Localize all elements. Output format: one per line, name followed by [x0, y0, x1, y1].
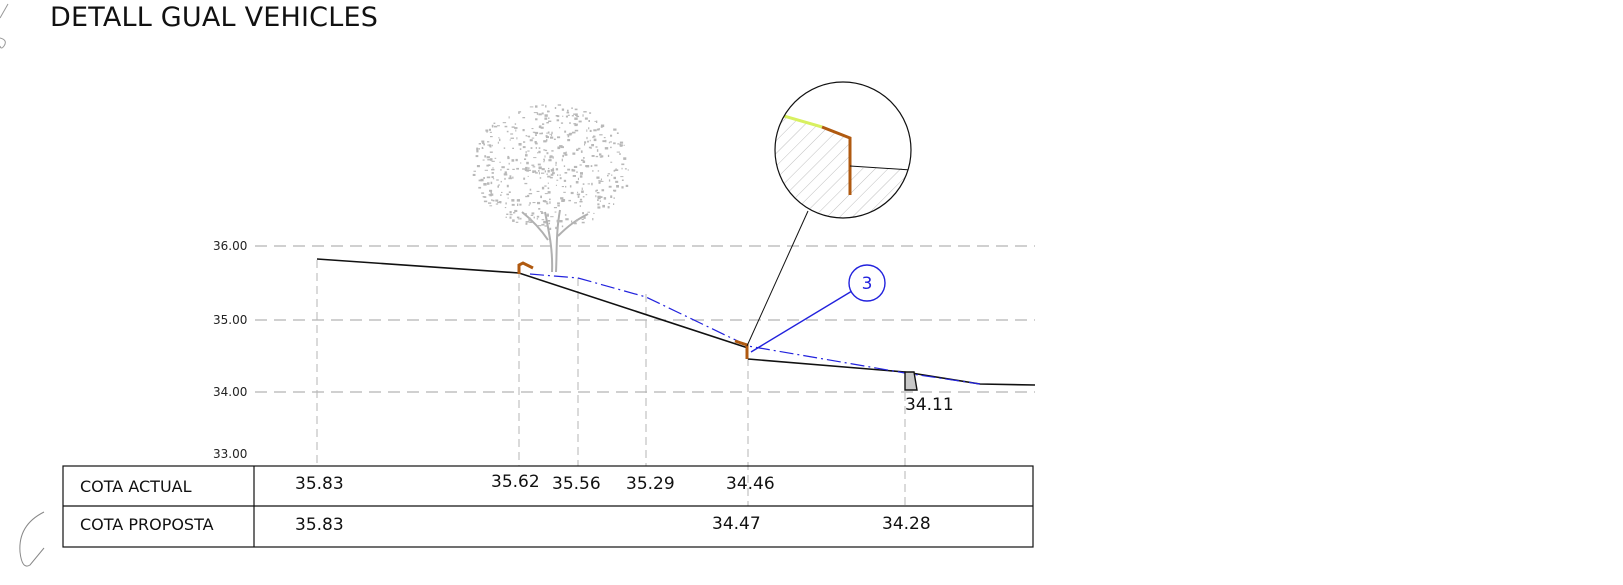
proposta-value: 35.83 — [295, 515, 344, 535]
callout-number: 3 — [862, 274, 873, 294]
level-label-36: 36.00 — [213, 239, 247, 253]
actual-value: 35.62 — [491, 472, 540, 492]
level-label-33: 33.00 — [213, 447, 247, 461]
row-label-proposta: COTA PROPOSTA — [80, 515, 214, 534]
existing-terrain-line — [316, 258, 749, 349]
edging-upper — [517, 261, 534, 274]
levels-table — [62, 465, 1034, 548]
callout-leader — [750, 290, 853, 353]
tree-icon — [472, 104, 629, 273]
callout-bubble — [848, 264, 886, 302]
existing-terrain-line-lower — [747, 358, 1036, 386]
row-label-actual: COTA ACTUAL — [80, 477, 192, 496]
level-label-34: 34.00 — [213, 385, 247, 399]
curb-block — [904, 371, 918, 391]
edge-mark — [0, 37, 6, 49]
actual-value: 35.56 — [552, 474, 601, 494]
detail-leader-line — [746, 210, 809, 347]
level-label-35: 35.00 — [213, 313, 247, 327]
detail-circle — [774, 81, 912, 219]
edge-mark — [0, 3, 9, 19]
actual-value: 34.46 — [726, 474, 775, 494]
actual-value: 35.83 — [295, 474, 344, 494]
actual-value: 35.29 — [626, 474, 675, 494]
proposta-value: 34.28 — [882, 514, 931, 534]
curb-level-label: 34.11 — [905, 395, 954, 415]
drawing-title: DETALL GUAL VEHICLES — [50, 2, 379, 33]
detail-magnifier — [775, 110, 911, 218]
edge-mark — [19, 511, 45, 567]
proposta-value: 34.47 — [712, 514, 761, 534]
proposed-terrain-line — [529, 273, 981, 385]
